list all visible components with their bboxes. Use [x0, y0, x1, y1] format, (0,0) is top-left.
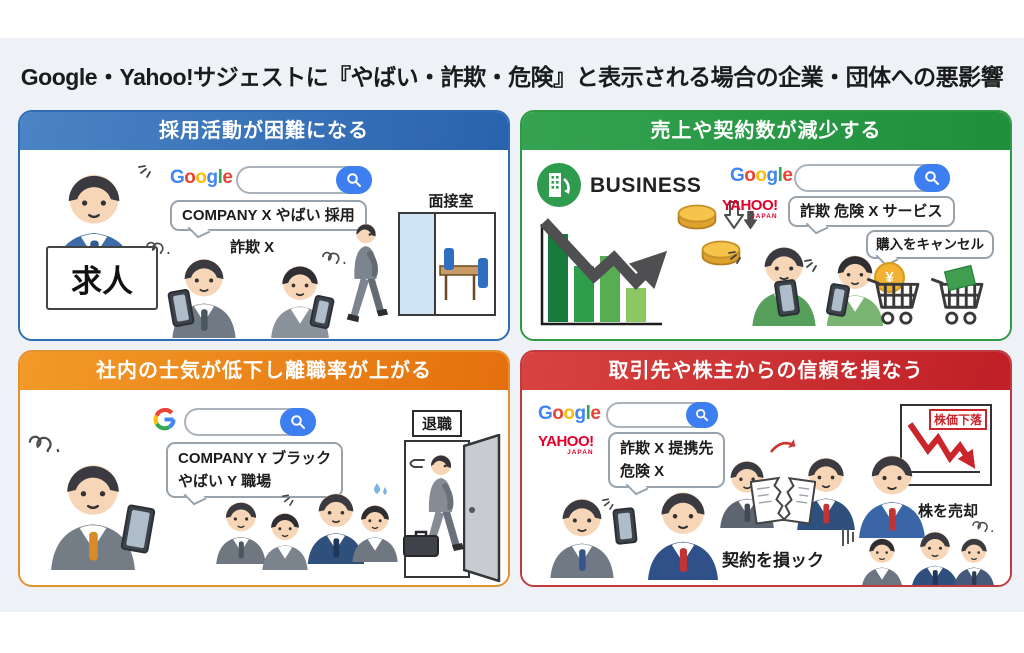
- sweat-drop-icon: [373, 483, 387, 495]
- resignation-sign: 退職: [412, 410, 463, 437]
- declining-bar-chart-illustration: [539, 218, 668, 326]
- panel-recruiting-header: 採用活動が困難になる: [20, 112, 508, 150]
- panel-morale-content: COMPANY Y ブラック やばい Y 職場 退職: [20, 390, 508, 585]
- search-icon: [696, 409, 709, 422]
- google-g-icon: [153, 408, 176, 431]
- disappointed-shareholder-illustration: [944, 530, 1004, 587]
- search-button[interactable]: [686, 402, 718, 428]
- panel-trust-content: Google YAHOO! JAPAN 詐欺 X 提携先 危険 X: [522, 390, 1010, 585]
- gust-icon: [409, 459, 425, 468]
- broken-link-arrow-icon: [769, 439, 796, 453]
- glass-pane: [400, 214, 436, 314]
- search-icon: [925, 171, 939, 185]
- alert-sparks-icon: [602, 494, 618, 510]
- open-door-illustration: [463, 434, 501, 582]
- panel-morale: 社内の士気が低下し離職率が上がる COMPANY Y ブラック やばい Y 職場: [18, 350, 510, 587]
- panel-sales-content: BUSINESS Google YAHOO! JAPAN 詐欺: [522, 150, 1010, 339]
- search-button[interactable]: [280, 408, 316, 436]
- worried-employee-illustration: [342, 496, 408, 562]
- google-logo: Google: [730, 165, 793, 186]
- yen-coin-icon: ¥: [874, 262, 905, 293]
- google-logo: Google: [538, 403, 601, 424]
- bubble-tail: [187, 221, 211, 239]
- contract-broken-caption: 契約を損ック: [722, 551, 824, 570]
- shopping-cart-icon: [866, 272, 924, 328]
- search-input[interactable]: [236, 166, 372, 194]
- panel-sales: 売上や契約数が減少する BUSINESS Google: [520, 110, 1012, 341]
- suggestion-box[interactable]: COMPANY X やばい 採用: [170, 200, 367, 239]
- suggestion-text-line2: やばい Y 職場: [178, 473, 272, 490]
- panel-morale-header: 社内の士気が低下し離職率が上がる: [20, 352, 508, 390]
- stock-drop-label: 株価下落: [928, 409, 987, 430]
- search-icon: [291, 415, 305, 429]
- briefcase-icon: [403, 530, 439, 557]
- stock-chart-board: 株価下落: [900, 404, 992, 486]
- interview-room-illustration: [398, 212, 496, 316]
- walking-away-person-illustration: [338, 216, 392, 334]
- job-offer-sign: 求人: [46, 246, 158, 310]
- bubble-tail: [805, 217, 829, 235]
- business-building-icon: [537, 163, 581, 207]
- panel-trust: 取引先や株主からの信頼を損なう Google YAHOO! JAPAN 詐欺 X…: [520, 350, 1012, 587]
- interview-room-label: 面接室: [428, 193, 474, 210]
- suggestion-text-2: 詐欺 X: [230, 239, 275, 256]
- suggestion-box[interactable]: COMPANY Y ブラック やばい Y 職場: [166, 442, 344, 506]
- search-button[interactable]: [914, 164, 950, 192]
- cancel-purchase-text: 購入をキャンセル: [876, 237, 984, 252]
- search-input[interactable]: [606, 402, 718, 428]
- desk-and-chairs-icon: [439, 248, 488, 300]
- search-input[interactable]: [184, 408, 316, 436]
- coin-icon: [674, 202, 720, 232]
- suggestion-text: 詐欺 危険 X サービス: [800, 203, 943, 220]
- business-label: BUSINESS: [590, 174, 702, 197]
- suggestion-box[interactable]: 詐欺 危険 X サービス: [788, 196, 955, 235]
- suggestion-text-line2: 危険 X: [620, 463, 665, 480]
- suggestion-box[interactable]: 詐欺 X 提携先 危険 X: [608, 432, 726, 496]
- suggestion-text-line1: COMPANY Y ブラック: [178, 450, 332, 467]
- search-button[interactable]: [336, 166, 372, 194]
- torn-contract-illustration: [750, 476, 816, 525]
- panel-sales-header: 売上や契約数が減少する: [522, 112, 1010, 150]
- suggestion-text-line1: 詐欺 X 提携先: [620, 440, 714, 457]
- suggestion-text: COMPANY X やばい 採用: [182, 207, 355, 224]
- search-icon: [347, 173, 361, 187]
- google-logo: Google: [170, 167, 233, 188]
- cancel-purchase-bubble: 購入をキャンセル: [866, 230, 994, 267]
- yahoo-logo: YAHOO! JAPAN: [722, 197, 778, 220]
- page-title: Google・Yahoo!サジェストに『やばい・詐欺・危険』と表示される場合の企…: [20, 64, 1004, 90]
- yahoo-logo: YAHOO! JAPAN: [538, 433, 594, 456]
- panel-recruiting-content: 求人 Google COMPANY X やばい 採用 詐欺 X 面接室: [20, 150, 508, 339]
- panel-recruiting: 採用活動が困難になる 求人 Google COMPANY X やばい 採用 詐欺…: [18, 110, 510, 341]
- sell-stock-caption: 株を売却: [918, 503, 979, 520]
- stock-decline-arrow-icon: [907, 422, 980, 473]
- annoyance-marks-icon: [842, 528, 854, 546]
- panel-trust-header: 取引先や株主からの信頼を損なう: [522, 352, 1010, 390]
- alert-sparks-icon: [138, 160, 156, 178]
- jobseeker2-with-phone-illustration: [258, 254, 342, 338]
- search-input[interactable]: [794, 164, 950, 192]
